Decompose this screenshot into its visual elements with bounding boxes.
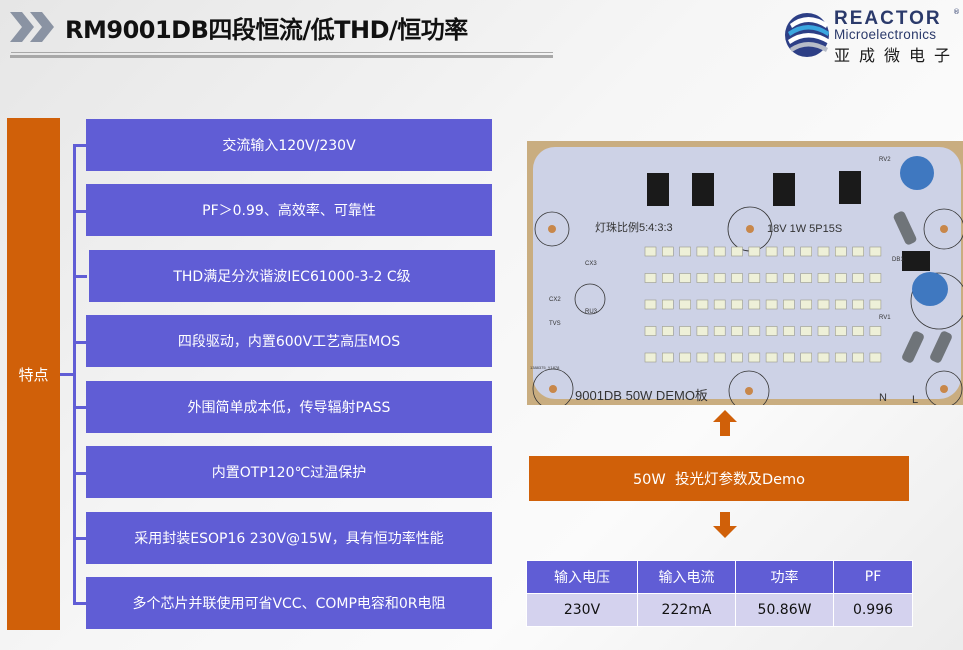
- logo-brand-en: REACTOR: [834, 8, 942, 29]
- feature-item: 交流输入120V/230V: [86, 119, 492, 171]
- led-spec-label: 18V 1W 5P15S: [767, 223, 842, 235]
- arrow-down-icon: [713, 512, 737, 538]
- svg-text:TVS: TVS: [549, 321, 561, 327]
- feature-item: THD满足分次谐波IEC61000-3-2 C级: [89, 250, 495, 302]
- bracket-connector: [60, 373, 76, 376]
- bracket-tick: [73, 210, 87, 213]
- svg-text:DB1: DB1: [892, 257, 904, 263]
- bracket-tick: [73, 472, 87, 475]
- table-row: 230V 222mA 50.86W 0.996: [526, 593, 913, 627]
- feature-item: 内置OTP120℃过温保护: [86, 446, 492, 498]
- cell-input-voltage: 230V: [526, 593, 638, 627]
- svg-text:RV2: RV2: [879, 157, 891, 163]
- features-label: 特点: [7, 118, 60, 630]
- cell-pf: 0.996: [833, 593, 913, 627]
- svg-text:L: L: [912, 394, 918, 405]
- table-header-row: 输入电压 输入电流 功率 PF: [526, 560, 913, 594]
- logo-brand-cn: 亚成微电子: [834, 46, 960, 65]
- svg-text:RV1: RV1: [879, 315, 891, 321]
- header-power: 功率: [735, 560, 834, 594]
- header-input-voltage: 输入电压: [526, 560, 638, 594]
- cell-power: 50.86W: [735, 593, 834, 627]
- demo-board-photo: 灯珠比例5:4:3:3 18V 1W 5P15S 9001DB 50W DEMO…: [527, 141, 963, 405]
- arrow-up-icon: [713, 410, 737, 436]
- cell-input-current: 222mA: [637, 593, 736, 627]
- bracket-tick: [73, 406, 87, 409]
- logo-subtitle: Microelectronics: [834, 27, 937, 42]
- header-divider-thick: [10, 55, 553, 58]
- header-input-current: 输入电流: [637, 560, 736, 594]
- header-divider: [11, 52, 553, 53]
- led-ratio-label: 灯珠比例5:4:3:3: [595, 220, 673, 234]
- bracket-tick: [73, 537, 87, 540]
- feature-item: PF＞0.99、高效率、可靠性: [86, 184, 492, 236]
- bracket-line: [73, 145, 76, 604]
- svg-text:1388375_Y1878: 1388375_Y1878: [530, 365, 560, 370]
- logo-mark-icon: [785, 13, 830, 57]
- bracket-tick: [73, 602, 87, 605]
- spec-table: 输入电压 输入电流 功率 PF 230V 222mA 50.86W 0.996: [526, 560, 913, 627]
- bracket-tick: [73, 275, 87, 278]
- svg-text:N: N: [879, 392, 887, 404]
- double-chevron-icon: [10, 12, 54, 42]
- logo-registered: ®: [953, 8, 960, 16]
- bracket-tick: [73, 144, 87, 147]
- bracket-tick: [73, 341, 87, 344]
- header-pf: PF: [833, 560, 913, 594]
- svg-text:CX2: CX2: [549, 297, 561, 303]
- company-logo: REACTOR ® Microelectronics 亚成微电子: [782, 6, 962, 66]
- svg-text:CX3: CX3: [585, 261, 597, 267]
- demo-banner: 50W 投光灯参数及Demo: [529, 456, 909, 501]
- feature-item: 四段驱动，内置600V工艺高压MOS: [86, 315, 492, 367]
- svg-text:RU3: RU3: [585, 309, 598, 315]
- feature-item: 采用封装ESOP16 230V@15W，具有恒功率性能: [86, 512, 492, 564]
- feature-item: 多个芯片并联使用可省VCC、COMP电容和0R电阻: [86, 577, 492, 629]
- feature-item: 外围简单成本低，传导辐射PASS: [86, 381, 492, 433]
- board-label: 9001DB 50W DEMO板: [575, 388, 708, 403]
- page-title: RM9001DB四段恒流/低THD/恒功率: [65, 16, 468, 44]
